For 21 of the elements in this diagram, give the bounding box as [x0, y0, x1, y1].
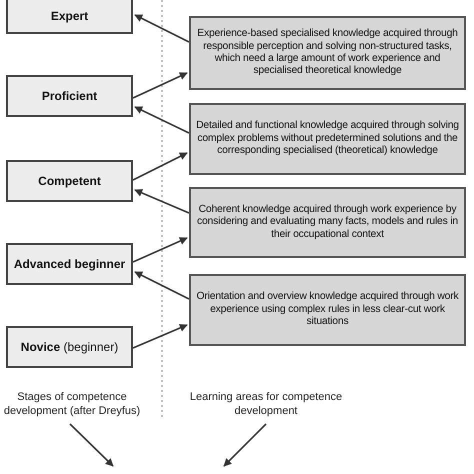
knowledge-box: Detailed and functional knowledge acquired through solving complex problems without predetermined solutions and the corresponding specialised (theoretical) knowledge [189, 103, 466, 175]
caption-text: Stages of competence development (after Dreyfus) [2, 390, 142, 420]
stage-box: Expert [6, 0, 133, 34]
arrow [223, 423, 267, 467]
knowledge-box: Experience-based specialised knowledge acquired through responsible perception and solving non-structured tasks, which need a large amount of work experience and specialised theoretical knowledge [189, 16, 466, 90]
arrow [134, 189, 190, 214]
knowledge-box: Orientation and overview knowledge acquired through work experience using complex rules in less clear-cut work situations [189, 274, 466, 346]
arrow [132, 324, 188, 349]
stage-box: Competent [6, 160, 133, 202]
arrow [132, 152, 188, 181]
arrow [134, 14, 190, 43]
arrow [134, 106, 190, 134]
stage-box: Novice (beginner) [6, 326, 133, 368]
arrow [69, 423, 114, 467]
arrow [132, 237, 188, 263]
knowledge-box: Coherent knowledge acquired through work experience by considering and evaluating many facts, models and rules in their occupational context [189, 187, 466, 258]
stage-box: Advanced beginner [6, 243, 133, 285]
arrow [134, 271, 190, 300]
arrow [132, 72, 188, 99]
caption-text: Learning areas for competence development [186, 390, 346, 420]
stage-box: Proficient [6, 75, 133, 117]
